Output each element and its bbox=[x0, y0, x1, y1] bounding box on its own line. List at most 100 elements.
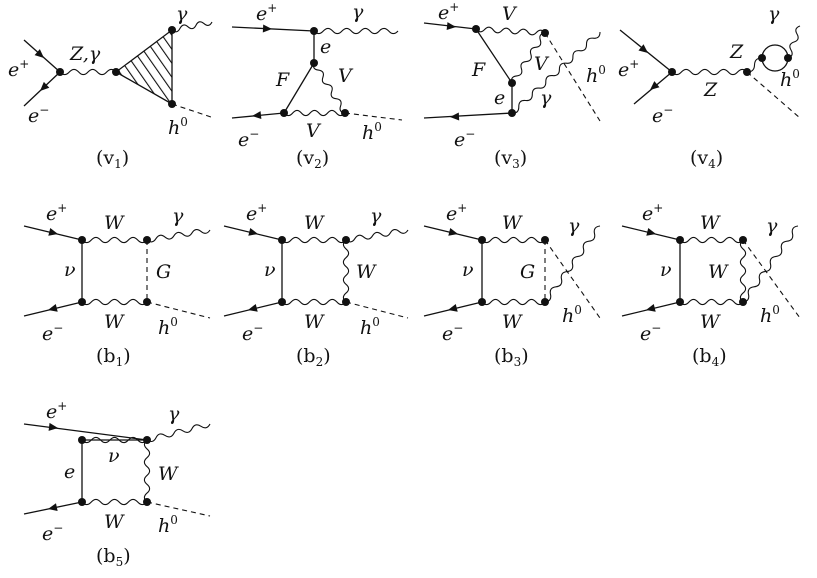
higgs-line bbox=[146, 501, 211, 517]
label-eminus: e− bbox=[42, 321, 63, 345]
arrow-eminus bbox=[48, 503, 58, 512]
vertex bbox=[676, 298, 684, 306]
vertex bbox=[168, 26, 176, 34]
vertex bbox=[310, 27, 318, 35]
vertex bbox=[508, 109, 516, 117]
label-gamma: γ bbox=[540, 87, 552, 109]
label-W: W bbox=[158, 463, 179, 485]
vertex bbox=[280, 109, 288, 117]
diagram-v1: e+ e− Z,γ γ h0 (v1) bbox=[8, 3, 215, 171]
vertex bbox=[478, 236, 486, 244]
label-V: V bbox=[306, 120, 322, 142]
label-nu: ν bbox=[462, 259, 474, 281]
label-gamma: γ bbox=[168, 403, 180, 425]
label-e: e bbox=[64, 461, 75, 483]
label-F: F bbox=[471, 59, 486, 81]
vertex bbox=[478, 298, 486, 306]
label-eminus: e− bbox=[442, 321, 463, 345]
vertex bbox=[78, 236, 86, 244]
W-bottom bbox=[81, 298, 148, 306]
vertex bbox=[278, 298, 286, 306]
label-gamma: γ bbox=[766, 215, 778, 237]
vertex bbox=[310, 59, 318, 67]
label-higgs: h0 bbox=[760, 303, 780, 327]
diagram-b1: e+ W γ ν G W e− h0 (b1) bbox=[23, 201, 211, 369]
W-top bbox=[679, 236, 744, 244]
vertex bbox=[341, 109, 349, 117]
label-eminus: e− bbox=[454, 127, 475, 151]
arrow-eminus bbox=[448, 303, 458, 312]
eplus-line bbox=[231, 26, 315, 32]
label-V: V bbox=[502, 3, 518, 25]
W-bottom bbox=[481, 298, 546, 306]
label-eminus: e− bbox=[640, 321, 661, 345]
internal-V-right bbox=[510, 32, 546, 84]
label-W: W bbox=[700, 212, 721, 234]
internal-F-line bbox=[475, 28, 513, 84]
W-bottom bbox=[281, 298, 347, 306]
vertex bbox=[342, 298, 350, 306]
vertex bbox=[143, 436, 151, 444]
label-V: V bbox=[338, 65, 354, 87]
diagram-b4: e+ W γ ν W W e− h0 (b4) bbox=[621, 201, 801, 369]
caption-v3: (v3) bbox=[494, 147, 527, 171]
diagram-b5: e+ γ ν e W W e− h0 (b5) bbox=[23, 399, 211, 569]
W-right bbox=[143, 439, 151, 503]
z-propagator bbox=[671, 68, 748, 76]
label-W: W bbox=[304, 212, 325, 234]
label-W: W bbox=[104, 212, 125, 234]
z-gamma-propagator bbox=[59, 68, 117, 76]
label-eplus: e+ bbox=[8, 57, 29, 81]
W-right bbox=[342, 239, 350, 303]
label-Z: Z bbox=[703, 79, 718, 101]
label-nu: ν bbox=[64, 259, 76, 281]
higgs-line bbox=[171, 103, 215, 119]
label-Z: Z bbox=[729, 41, 744, 63]
label-W: W bbox=[700, 311, 721, 333]
vertex bbox=[676, 236, 684, 244]
label-e: e bbox=[320, 36, 331, 58]
photon-line bbox=[146, 228, 211, 243]
label-higgs: h0 bbox=[586, 63, 606, 87]
photon-line bbox=[511, 31, 601, 114]
arrow-eminus bbox=[650, 81, 660, 90]
vertex bbox=[143, 236, 151, 244]
diagram-b3: e+ W γ ν G W e− h0 (b3) bbox=[423, 201, 601, 369]
vertex bbox=[508, 79, 516, 87]
photon-line bbox=[146, 423, 211, 443]
label-V: V bbox=[534, 53, 550, 75]
vertex bbox=[78, 298, 86, 306]
label-eplus: e+ bbox=[642, 201, 663, 225]
W-top bbox=[481, 236, 546, 244]
label-higgs: h0 bbox=[360, 315, 380, 339]
higgs-line bbox=[344, 112, 403, 121]
W-bottom bbox=[81, 498, 148, 506]
W-top bbox=[81, 236, 148, 244]
diagram-v4: e+ e− Z Z γ h0 (v4) bbox=[618, 3, 801, 171]
vertex bbox=[784, 54, 792, 62]
arrow-eplus bbox=[48, 422, 58, 431]
vertex bbox=[668, 68, 676, 76]
label-eplus: e+ bbox=[246, 201, 267, 225]
vertex bbox=[112, 68, 120, 76]
label-higgs: h0 bbox=[158, 315, 178, 339]
photon-line bbox=[787, 25, 801, 59]
label-W: W bbox=[304, 311, 325, 333]
label-eminus: e− bbox=[238, 127, 259, 151]
label-gamma: γ bbox=[568, 215, 580, 237]
vertex bbox=[541, 236, 549, 244]
label-W: W bbox=[104, 511, 125, 533]
label-eminus: e− bbox=[28, 103, 49, 127]
caption-v2: (v2) bbox=[296, 147, 329, 171]
label-gamma: γ bbox=[370, 205, 382, 227]
arrow-eplus bbox=[638, 44, 648, 53]
label-eminus: e− bbox=[42, 521, 63, 545]
label-eminus: e− bbox=[652, 103, 673, 127]
label-eplus: e+ bbox=[46, 399, 67, 423]
photon-line bbox=[313, 27, 399, 35]
caption-v1: (v1) bbox=[96, 147, 129, 171]
vertex bbox=[56, 68, 64, 76]
eminus-line bbox=[423, 112, 513, 119]
caption-b2: (b2) bbox=[296, 345, 331, 369]
label-W: W bbox=[708, 261, 729, 283]
